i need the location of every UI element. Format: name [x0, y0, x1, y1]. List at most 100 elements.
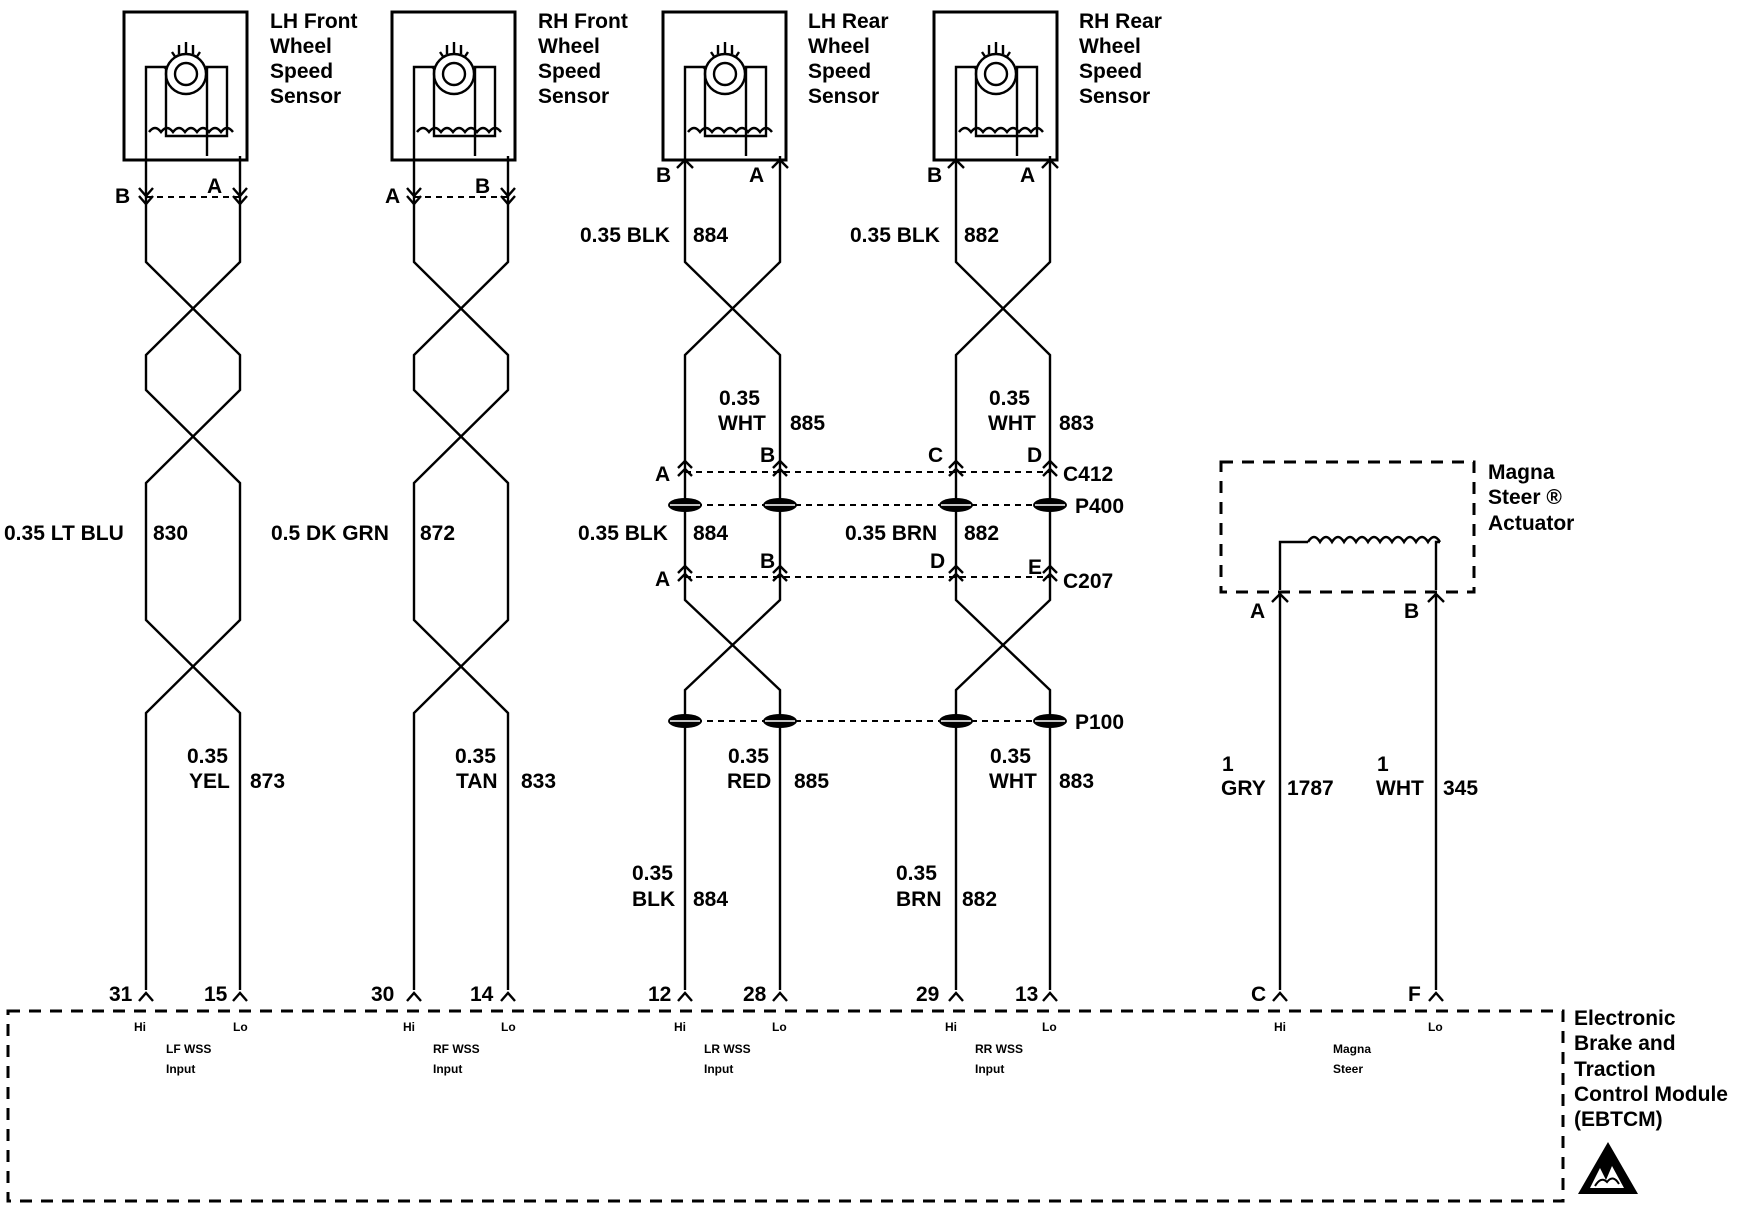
lr-wss-label-1: LR WSS [704, 1042, 751, 1056]
p100-label: P100 [1075, 711, 1124, 734]
p400-splice [668, 498, 1067, 512]
ebtcm-pin-f: F [1408, 983, 1421, 1006]
c207-connector [677, 564, 1058, 582]
lf-wss-label-1: LF WSS [166, 1042, 211, 1056]
lr-top-wire-label: 0.35 BLK [580, 224, 670, 247]
rf-pin-a: A [385, 185, 400, 208]
esd-warning-icon [1578, 1142, 1638, 1194]
actuator-title-3: Actuator [1488, 512, 1574, 535]
actuator-pin-a: A [1250, 600, 1265, 623]
c207-pin-b: B [760, 550, 775, 573]
lr-hi: Hi [674, 1020, 686, 1034]
rf-title-3: Speed [538, 60, 601, 83]
ms-lo: Lo [1428, 1020, 1443, 1034]
lr-title-4: Sensor [808, 85, 879, 108]
rf-main-wire-num: 872 [420, 522, 455, 545]
lf-title-4: Sensor [270, 85, 341, 108]
magna-steer-actuator-symbol [1219, 460, 1476, 990]
lr-wht-color: WHT [718, 412, 766, 435]
ms-b-num: 345 [1443, 777, 1478, 800]
c207-pin-e: E [1028, 556, 1042, 579]
ebtcm-pin-12: 12 [648, 983, 671, 1006]
lr-blk-gauge: 0.35 [632, 862, 673, 885]
lf-title-2: Wheel [270, 35, 332, 58]
lf-sensor-title: LH Front Wheel Speed Sensor [270, 10, 357, 108]
lr-pin-b: B [656, 164, 671, 187]
rr-brn-gauge: 0.35 [896, 862, 937, 885]
ebtcm-title-2: Brake and [1574, 1032, 1676, 1055]
lf-pin-a: A [207, 175, 222, 198]
c412-pin-b: B [760, 444, 775, 467]
rr-mid-wire-num: 882 [964, 522, 999, 545]
rr-sensor-title: RH Rear Wheel Speed Sensor [1079, 10, 1162, 108]
actuator-pin-b: B [1404, 600, 1419, 623]
ms-label-1: Magna [1333, 1042, 1371, 1056]
lr-lo: Lo [772, 1020, 787, 1034]
ebtcm-title-1: Electronic [1574, 1007, 1676, 1030]
rf-lo-color: TAN [456, 770, 498, 793]
lr-blk-color: BLK [632, 888, 675, 911]
rr-wht2-color: WHT [989, 770, 1037, 793]
ebtcm-pin-c: C [1251, 983, 1266, 1006]
ms-a-color: GRY [1221, 777, 1266, 800]
lf-lo-color: YEL [189, 770, 230, 793]
ms-hi: Hi [1274, 1020, 1286, 1034]
lr-wht-gauge: 0.35 [719, 387, 760, 410]
rf-sensor-title: RH Front Wheel Speed Sensor [538, 10, 628, 108]
lf-hi: Hi [134, 1020, 146, 1034]
lr-red-num: 885 [794, 770, 829, 793]
lf-lo: Lo [233, 1020, 248, 1034]
lr-mid-wire-num: 884 [693, 522, 728, 545]
rr-pin-a: A [1020, 164, 1035, 187]
lr-blk-num: 884 [693, 888, 728, 911]
ebtcm-pin-13: 13 [1015, 983, 1038, 1006]
ebtcm-title-4: Control Module [1574, 1083, 1728, 1106]
lf-wires [138, 156, 248, 990]
lf-main-wire-num: 830 [153, 522, 188, 545]
c207-label: C207 [1063, 570, 1113, 593]
ebtcm-pin-28: 28 [743, 983, 767, 1006]
ebtcm-title-3: Traction [1574, 1058, 1656, 1081]
lr-mid-wire-label: 0.35 BLK [578, 522, 668, 545]
lr-sensor-title: LH Rear Wheel Speed Sensor [808, 10, 889, 108]
ms-label-2: Steer [1333, 1062, 1363, 1076]
lf-lo-num: 873 [250, 770, 285, 793]
rr-wht2-num: 883 [1059, 770, 1094, 793]
rr-mid-wire-label: 0.35 BRN [845, 522, 937, 545]
rr-brn-num: 882 [962, 888, 997, 911]
rr-wht2-gauge: 0.35 [990, 745, 1031, 768]
ebtcm-pin-15: 15 [204, 983, 228, 1006]
rf-sensor-symbol [390, 10, 517, 162]
rr-brn-color: BRN [896, 888, 942, 911]
rf-wss-label-1: RF WSS [433, 1042, 480, 1056]
rr-wss-label-2: Input [975, 1062, 1004, 1076]
lr-top-wire-num: 884 [693, 224, 728, 247]
rr-hi: Hi [945, 1020, 957, 1034]
rf-lo-gauge: 0.35 [455, 745, 496, 768]
rr-wht-gauge: 0.35 [989, 387, 1030, 410]
rr-lo: Lo [1042, 1020, 1057, 1034]
c412-pin-d: D [1027, 444, 1042, 467]
ms-a-num: 1787 [1287, 777, 1334, 800]
ebtcm-pin-30: 30 [371, 983, 394, 1006]
c412-connector [677, 459, 1058, 477]
rr-title-4: Sensor [1079, 85, 1150, 108]
actuator-title-2: Steer ® [1488, 486, 1562, 509]
rr-wht-color: WHT [988, 412, 1036, 435]
rf-wires [406, 156, 516, 990]
lr-pin-a: A [749, 164, 764, 187]
lf-lo-gauge: 0.35 [187, 745, 228, 768]
rf-pin-b: B [475, 175, 490, 198]
rr-top-wire-label: 0.35 BLK [850, 224, 940, 247]
actuator-title-1: Magna [1488, 461, 1555, 484]
rr-wht-num: 883 [1059, 412, 1094, 435]
rf-title-4: Sensor [538, 85, 609, 108]
p400-label: P400 [1075, 495, 1124, 518]
ms-a-gauge: 1 [1222, 753, 1234, 776]
rf-main-wire-label: 0.5 DK GRN [271, 522, 389, 545]
p100-splice [668, 714, 1067, 728]
c412-label: C412 [1063, 463, 1113, 486]
lf-title-3: Speed [270, 60, 333, 83]
